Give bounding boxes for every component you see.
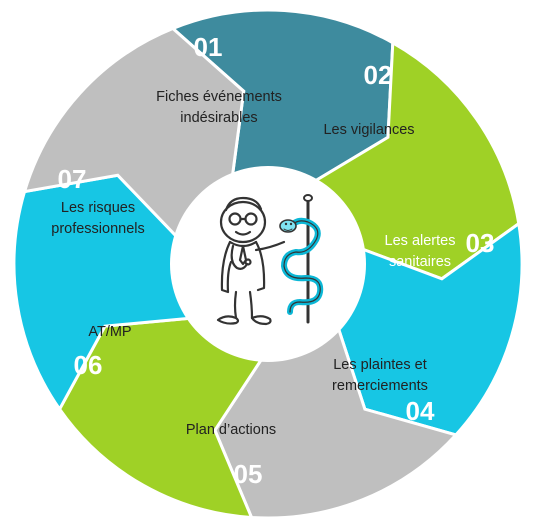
segment-label-02-line-1: Les vigilances bbox=[323, 122, 414, 138]
segment-label-01-line-2: indésirables bbox=[180, 110, 257, 126]
segment-label-03-line-2: sanitaires bbox=[389, 254, 451, 270]
center-circle bbox=[170, 166, 366, 362]
segment-label-07-line-1: Les risques bbox=[61, 200, 135, 216]
segment-label-05-line-1: Plan d’actions bbox=[186, 422, 276, 438]
segment-label-07-line-2: professionnels bbox=[51, 221, 145, 237]
segment-number-04: 04 bbox=[406, 396, 435, 426]
segment-label-03-line-1: Les alertes bbox=[385, 233, 456, 249]
caduceus-icon bbox=[279, 194, 324, 324]
segment-number-06: 06 bbox=[74, 350, 103, 380]
segment-number-05: 05 bbox=[234, 459, 263, 489]
segment-label-04-line-1: Les plaintes et bbox=[333, 357, 427, 373]
cycle-segments bbox=[12, 8, 524, 520]
doctor-with-caduceus-illustration bbox=[216, 196, 286, 326]
segment-number-07: 07 bbox=[58, 164, 87, 194]
segment-number-03: 03 bbox=[466, 228, 495, 258]
segment-label-01-line-1: Fiches événements bbox=[156, 89, 282, 105]
segment-label-04-line-2: remerciements bbox=[332, 378, 428, 394]
segment-label-06-line-1: AT/MP bbox=[88, 324, 131, 340]
segment-number-02: 02 bbox=[364, 60, 393, 90]
segment-number-01: 01 bbox=[194, 32, 223, 62]
